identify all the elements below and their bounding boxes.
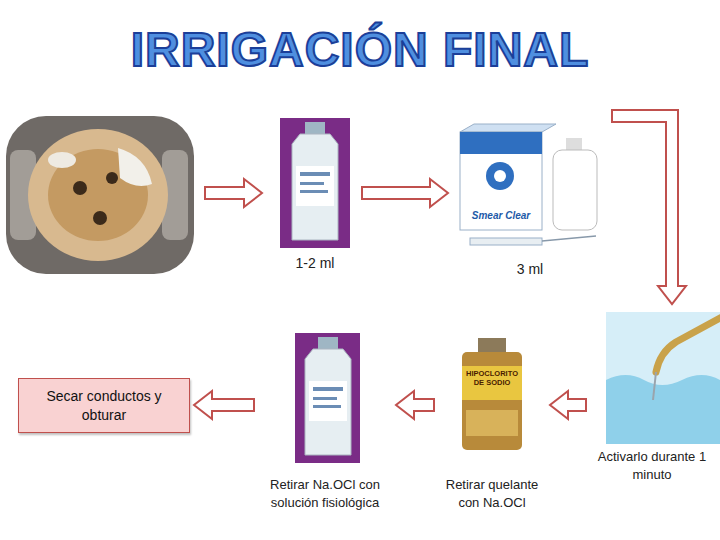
photo-background — [295, 333, 360, 463]
flow-arrow — [550, 391, 586, 419]
flow-arrow — [396, 391, 434, 419]
bottle-label — [309, 381, 347, 421]
bottle-body — [553, 150, 597, 230]
arrow-shape — [550, 391, 586, 419]
box-top — [460, 124, 556, 132]
product-name: Smear Clear — [466, 210, 536, 222]
hypochlorite-step: Retirar quelante con Na.OCl — [438, 336, 546, 512]
restoration — [118, 148, 152, 186]
restoration — [48, 152, 76, 168]
label-mark — [313, 387, 343, 391]
tooth-photo — [6, 116, 194, 274]
label-mark — [300, 172, 330, 176]
flow-arrow — [194, 391, 254, 419]
saline-bottle — [295, 333, 360, 463]
step-caption: Retirar quelante con Na.OCl — [438, 476, 546, 512]
bottle-cap — [478, 338, 506, 352]
activator-handle — [656, 318, 720, 372]
arrow-shape — [396, 391, 434, 419]
bottle-cap — [305, 122, 325, 134]
label-mark — [300, 182, 324, 185]
bottle-label — [296, 166, 334, 206]
saline-bottle — [280, 118, 350, 248]
photo-background — [280, 118, 350, 248]
syringe-needle — [542, 236, 596, 241]
box-logo — [486, 162, 514, 190]
bottle-cap — [318, 337, 338, 349]
hypochlorite-bottle — [462, 338, 522, 450]
rubber-dam — [6, 116, 194, 274]
saline-rinse-step: Retirar Na.OCl con solución fisiológica — [258, 330, 392, 512]
tooth-crown — [28, 129, 168, 261]
label-mark — [300, 190, 328, 193]
irrigant-water — [606, 375, 720, 444]
bottle-body — [305, 349, 351, 455]
flow-arrow — [362, 179, 448, 207]
saline-step: 1-2 ml — [272, 112, 358, 272]
syringe — [470, 238, 542, 245]
step-caption: 1-2 ml — [272, 254, 358, 272]
step-caption: Secar conductos y obturar — [27, 387, 181, 425]
diagram-title: IRRIGACIÓN FINAL — [0, 22, 720, 77]
chelator-step: 3 ml — [452, 112, 608, 278]
smearclear-kit — [460, 124, 597, 245]
bottle-label — [466, 410, 518, 436]
step-caption: Retirar Na.OCl con solución fisiológica — [258, 476, 392, 512]
activator-tip — [653, 372, 656, 400]
label-mark — [313, 405, 341, 408]
box-front — [460, 132, 542, 230]
bottle-cap — [566, 138, 582, 150]
activation-step: Activarlo durante 1 minuto — [590, 308, 714, 484]
canal-opening — [106, 172, 118, 184]
bottle-label — [462, 366, 522, 400]
arrow-shape — [194, 391, 254, 419]
bottle-body — [292, 134, 338, 240]
step-caption: Activarlo durante 1 minuto — [597, 448, 707, 484]
product-label: HIPOCLORITO DE SODIO — [462, 369, 522, 387]
flow-arrow — [612, 110, 686, 304]
photo-background — [606, 312, 720, 444]
box-logo — [494, 170, 506, 182]
bottle-body — [462, 352, 522, 450]
canal-opening — [73, 181, 87, 195]
step-caption: 3 ml — [452, 260, 608, 278]
process-box: Secar conductos y obturar — [18, 378, 190, 433]
arrow-shape — [362, 179, 448, 207]
flow-arrow — [205, 179, 262, 207]
canal-opening — [93, 211, 107, 225]
box-band — [460, 132, 542, 154]
arrow-shape — [612, 110, 686, 304]
label-mark — [313, 397, 337, 400]
activator-tip — [606, 312, 720, 444]
